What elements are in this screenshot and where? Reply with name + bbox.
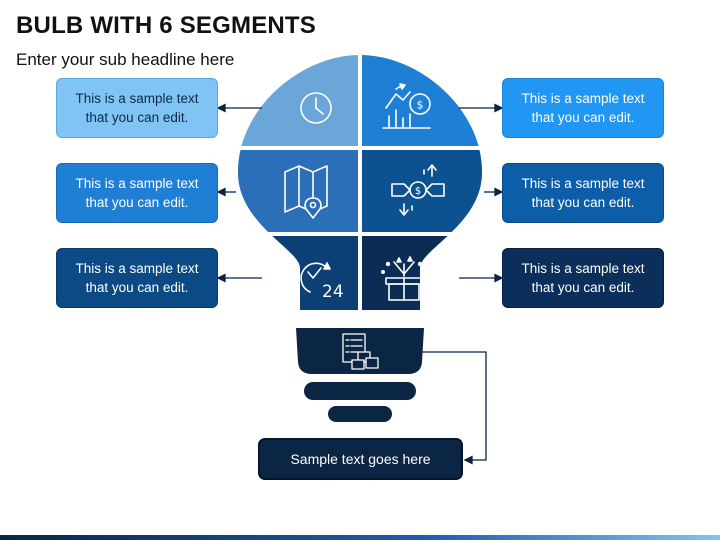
segment-2-text: This is a sample text that you can edit. bbox=[521, 91, 645, 125]
checklist-boxes-icon bbox=[342, 333, 379, 370]
segment-3-text-box[interactable]: This is a sample text that you can edit. bbox=[56, 163, 218, 223]
segment-4-text-box[interactable]: This is a sample text that you can edit. bbox=[502, 163, 664, 223]
segment-3 bbox=[237, 150, 358, 232]
bulb-screw-1 bbox=[304, 382, 416, 400]
base-text: Sample text goes here bbox=[290, 451, 431, 467]
bulb-head bbox=[237, 55, 483, 310]
segment-6-text: This is a sample text that you can edit. bbox=[521, 261, 645, 295]
gift-box-icon bbox=[380, 256, 428, 301]
map-location-icon bbox=[284, 165, 328, 219]
page-title: BULB WITH 6 SEGMENTS bbox=[16, 12, 317, 39]
segment-5 bbox=[237, 236, 358, 310]
segment-1-text: This is a sample text that you can edit. bbox=[75, 91, 199, 125]
svg-text:$: $ bbox=[417, 99, 424, 112]
svg-text:$: $ bbox=[415, 186, 421, 197]
clock-icon bbox=[300, 92, 332, 124]
24-hours-icon: 24 bbox=[300, 262, 344, 302]
segment-2-text-box[interactable]: This is a sample text that you can edit. bbox=[502, 78, 664, 138]
segment-1-text-box[interactable]: This is a sample text that you can edit. bbox=[56, 78, 218, 138]
segment-6 bbox=[362, 236, 483, 310]
page-subtitle: Enter your sub headline here bbox=[16, 50, 235, 69]
segment-5-text-box[interactable]: This is a sample text that you can edit. bbox=[56, 248, 218, 308]
footer-bar bbox=[0, 535, 720, 540]
segment-4-text: This is a sample text that you can edit. bbox=[521, 176, 645, 210]
bulb-screw-2 bbox=[328, 406, 392, 422]
segment-4 bbox=[362, 150, 483, 232]
segment-6-text-box[interactable]: This is a sample text that you can edit. bbox=[502, 248, 664, 308]
segment-5-text: This is a sample text that you can edit. bbox=[75, 261, 199, 295]
segment-2 bbox=[362, 55, 483, 146]
money-exchange-icon: $ bbox=[391, 164, 445, 216]
segment-3-text: This is a sample text that you can edit. bbox=[75, 176, 199, 210]
bulb-base bbox=[296, 328, 424, 374]
segment-1 bbox=[237, 55, 358, 146]
base-text-box[interactable]: Sample text goes here bbox=[258, 438, 463, 480]
idea-growth-icon: $ bbox=[382, 83, 431, 129]
svg-text:24: 24 bbox=[322, 282, 344, 302]
